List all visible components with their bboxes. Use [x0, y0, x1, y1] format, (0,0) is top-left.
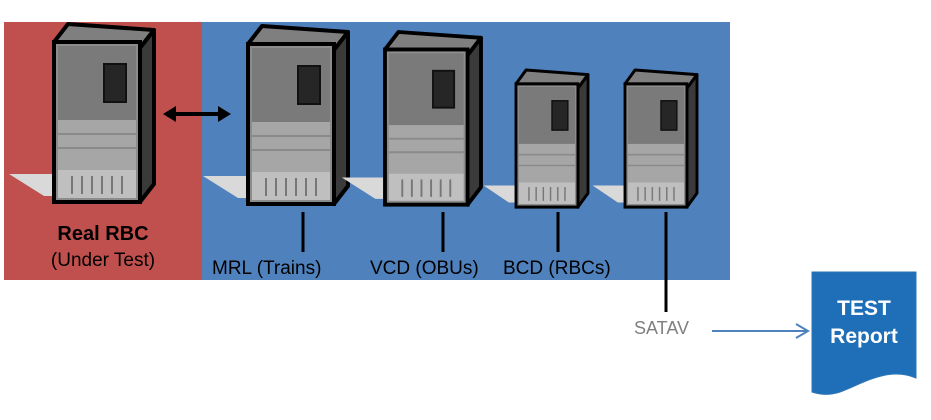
double-arrow-icon — [163, 106, 231, 122]
vcd-server-icon — [339, 30, 483, 207]
bcd-server-icon — [482, 68, 590, 209]
satav-label: SATAV — [634, 318, 690, 338]
real-rbc-server-icon — [7, 22, 156, 204]
report-title-line2: Report — [830, 325, 898, 348]
report-title-line1: TEST — [837, 297, 891, 320]
bcd-label: BCD (RBCs) — [503, 258, 611, 279]
satav-to-report-arrow — [712, 323, 810, 339]
vcd-label: VCD (OBUs) — [370, 258, 479, 279]
satav-server-icon — [591, 68, 699, 209]
document-icon — [811, 271, 917, 395]
mrl-label: MRL (Trains) — [212, 258, 322, 279]
real-rbc-title: Real RBC — [57, 223, 149, 245]
real-rbc-subtitle: (Under Test) — [50, 250, 156, 271]
